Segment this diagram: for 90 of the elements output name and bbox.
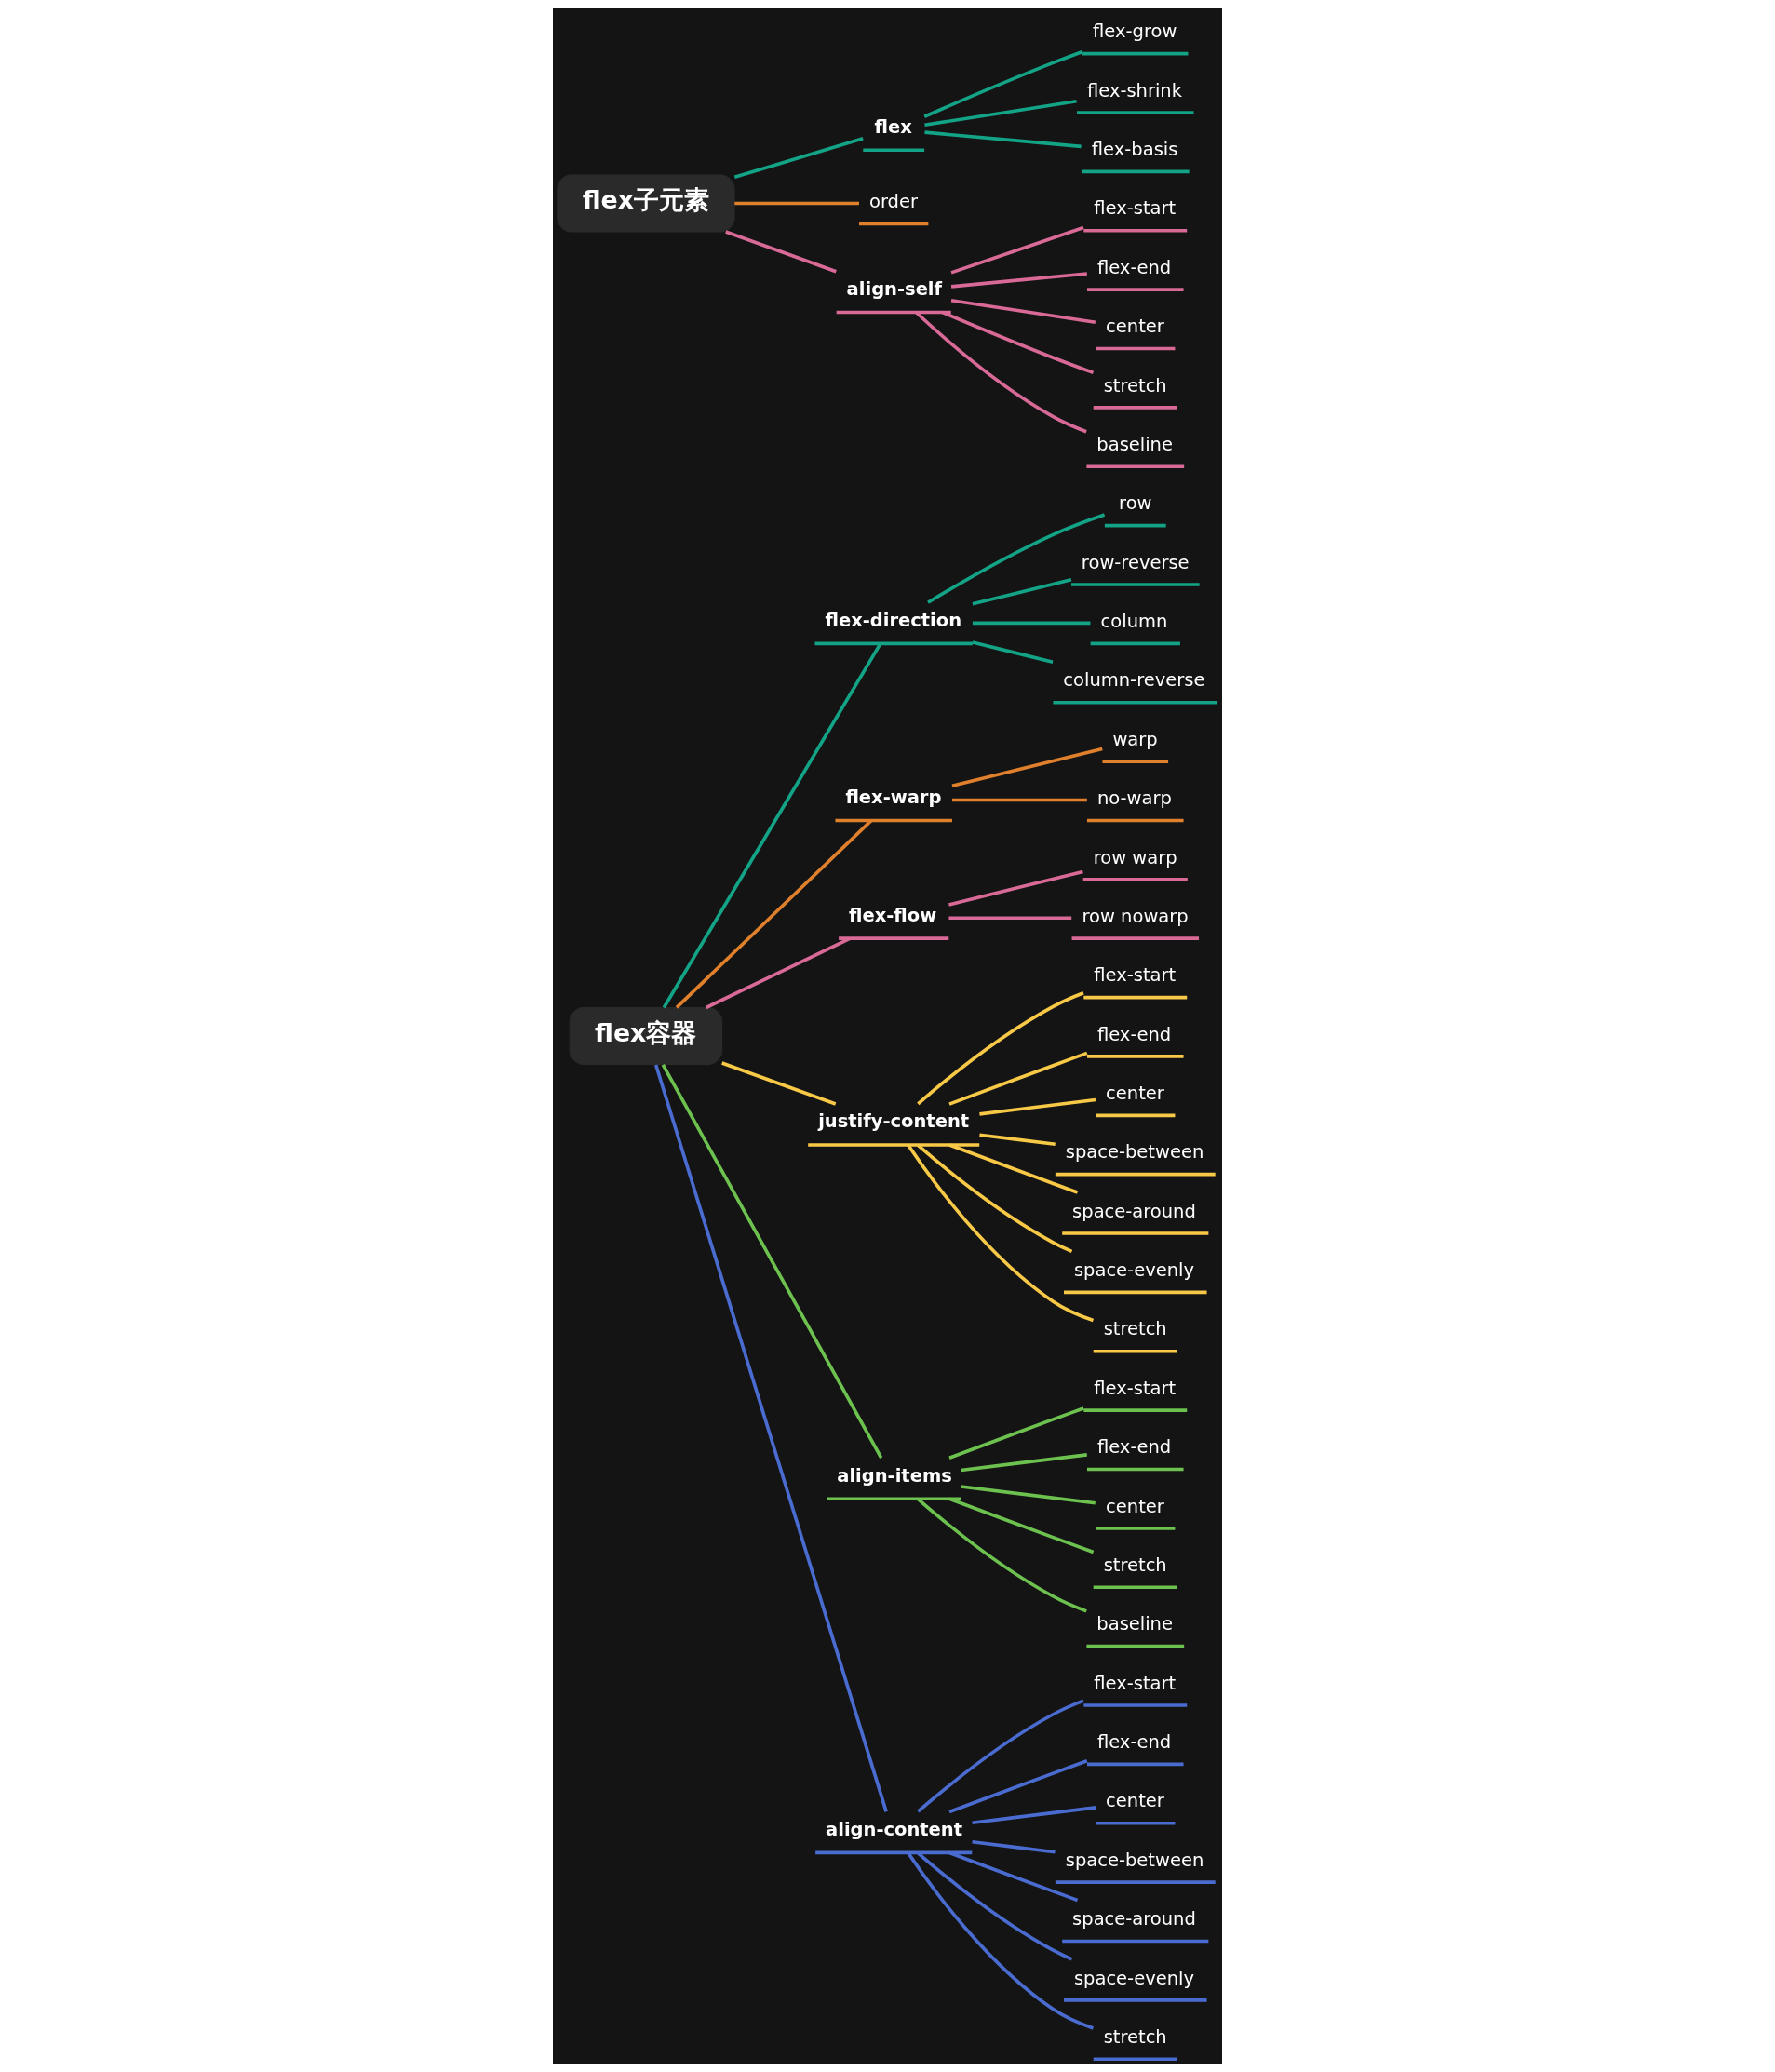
connector xyxy=(972,577,1072,606)
connector xyxy=(948,1759,1088,1814)
node-text: flex-end xyxy=(1096,1436,1172,1459)
node-text: order xyxy=(869,191,918,213)
node-text: row-reverse xyxy=(1081,551,1190,573)
connector xyxy=(917,1699,1084,1813)
connector xyxy=(907,1144,1095,1323)
node-text: flex-end xyxy=(1096,1023,1172,1045)
connector xyxy=(917,1851,1073,1961)
node-text: space-between xyxy=(1065,1849,1204,1871)
node-text: flex-end xyxy=(1096,256,1172,278)
node-text: flex xyxy=(874,115,912,138)
connector xyxy=(948,1497,1095,1554)
node-text: warp xyxy=(1112,728,1158,750)
connector xyxy=(907,1851,1095,2030)
connector xyxy=(948,1051,1088,1106)
node-text: center xyxy=(1106,1495,1164,1517)
connector xyxy=(972,1806,1096,1825)
node-text: flex-direction xyxy=(825,609,962,631)
node-text: align-items xyxy=(837,1464,952,1487)
connector xyxy=(950,298,1096,325)
node-text: justify-content xyxy=(818,1110,970,1133)
node-text: space-between xyxy=(1065,1141,1204,1164)
connector xyxy=(917,990,1084,1106)
node-text: stretch xyxy=(1103,1318,1167,1340)
connector xyxy=(948,1850,1079,1903)
connector xyxy=(979,1133,1056,1147)
node-text: baseline xyxy=(1096,1613,1173,1635)
node-text: flex-grow xyxy=(1093,20,1177,43)
connector xyxy=(952,798,1087,802)
connector xyxy=(661,1063,883,1460)
connector xyxy=(961,1485,1096,1505)
node-text: flex-shrink xyxy=(1086,79,1183,101)
node-text: stretch xyxy=(1103,2025,1167,2048)
node-text: space-evenly xyxy=(1073,1967,1194,1989)
node-text: align-self xyxy=(846,277,943,300)
connector xyxy=(733,137,864,179)
node-text: row warp xyxy=(1093,846,1177,868)
node-text: center xyxy=(1106,1083,1164,1104)
connector xyxy=(948,1406,1084,1460)
connector xyxy=(972,1839,1056,1854)
connector xyxy=(917,1498,1087,1613)
node-text: center xyxy=(1106,1790,1164,1812)
node-text: stretch xyxy=(1103,374,1167,397)
connector xyxy=(948,1143,1079,1194)
connector xyxy=(917,1143,1073,1254)
node-text: space-around xyxy=(1072,1200,1196,1222)
node-text: align-content xyxy=(826,1818,963,1840)
node-text: flex-start xyxy=(1094,964,1177,987)
connector xyxy=(653,1064,888,1812)
connector xyxy=(950,272,1088,289)
node-text: column-reverse xyxy=(1063,669,1205,692)
node-text: flex-basis xyxy=(1091,139,1178,161)
connector xyxy=(734,201,859,206)
node-text: baseline xyxy=(1096,433,1173,455)
node-text: stretch xyxy=(1103,1554,1167,1576)
node-text: flex-warp xyxy=(845,786,942,808)
connector xyxy=(721,1061,837,1106)
node-text: space-around xyxy=(1072,1908,1196,1931)
connector xyxy=(927,513,1106,604)
connector xyxy=(923,49,1083,118)
node-text: flex-start xyxy=(1094,1377,1177,1399)
connector xyxy=(924,100,1077,128)
connector xyxy=(705,936,851,1010)
connector xyxy=(675,819,873,1009)
node-text: row nowarp xyxy=(1082,905,1189,927)
connector xyxy=(941,310,1095,375)
connector xyxy=(725,230,837,274)
connector xyxy=(972,621,1091,626)
node-text: no-warp xyxy=(1096,787,1172,810)
connector xyxy=(961,1453,1088,1473)
node-text: flex-flow xyxy=(849,904,937,926)
node-text: column xyxy=(1100,611,1168,633)
connector xyxy=(924,130,1082,149)
connector xyxy=(951,747,1103,788)
node-text: center xyxy=(1106,316,1164,338)
node-text: flex-start xyxy=(1094,1672,1177,1694)
connector xyxy=(972,640,1054,664)
connector xyxy=(979,1097,1096,1116)
connector xyxy=(662,642,882,1009)
node-text: flex-end xyxy=(1096,1731,1172,1754)
node-text: flex-start xyxy=(1094,197,1177,220)
connector xyxy=(948,869,1083,907)
connector xyxy=(915,311,1087,434)
connector xyxy=(948,916,1072,921)
connector xyxy=(950,225,1084,275)
node-text: row xyxy=(1119,492,1152,515)
node-box: flex子元素 xyxy=(557,174,735,233)
node-text: space-evenly xyxy=(1073,1259,1194,1282)
node-box: flex容器 xyxy=(569,1006,723,1066)
